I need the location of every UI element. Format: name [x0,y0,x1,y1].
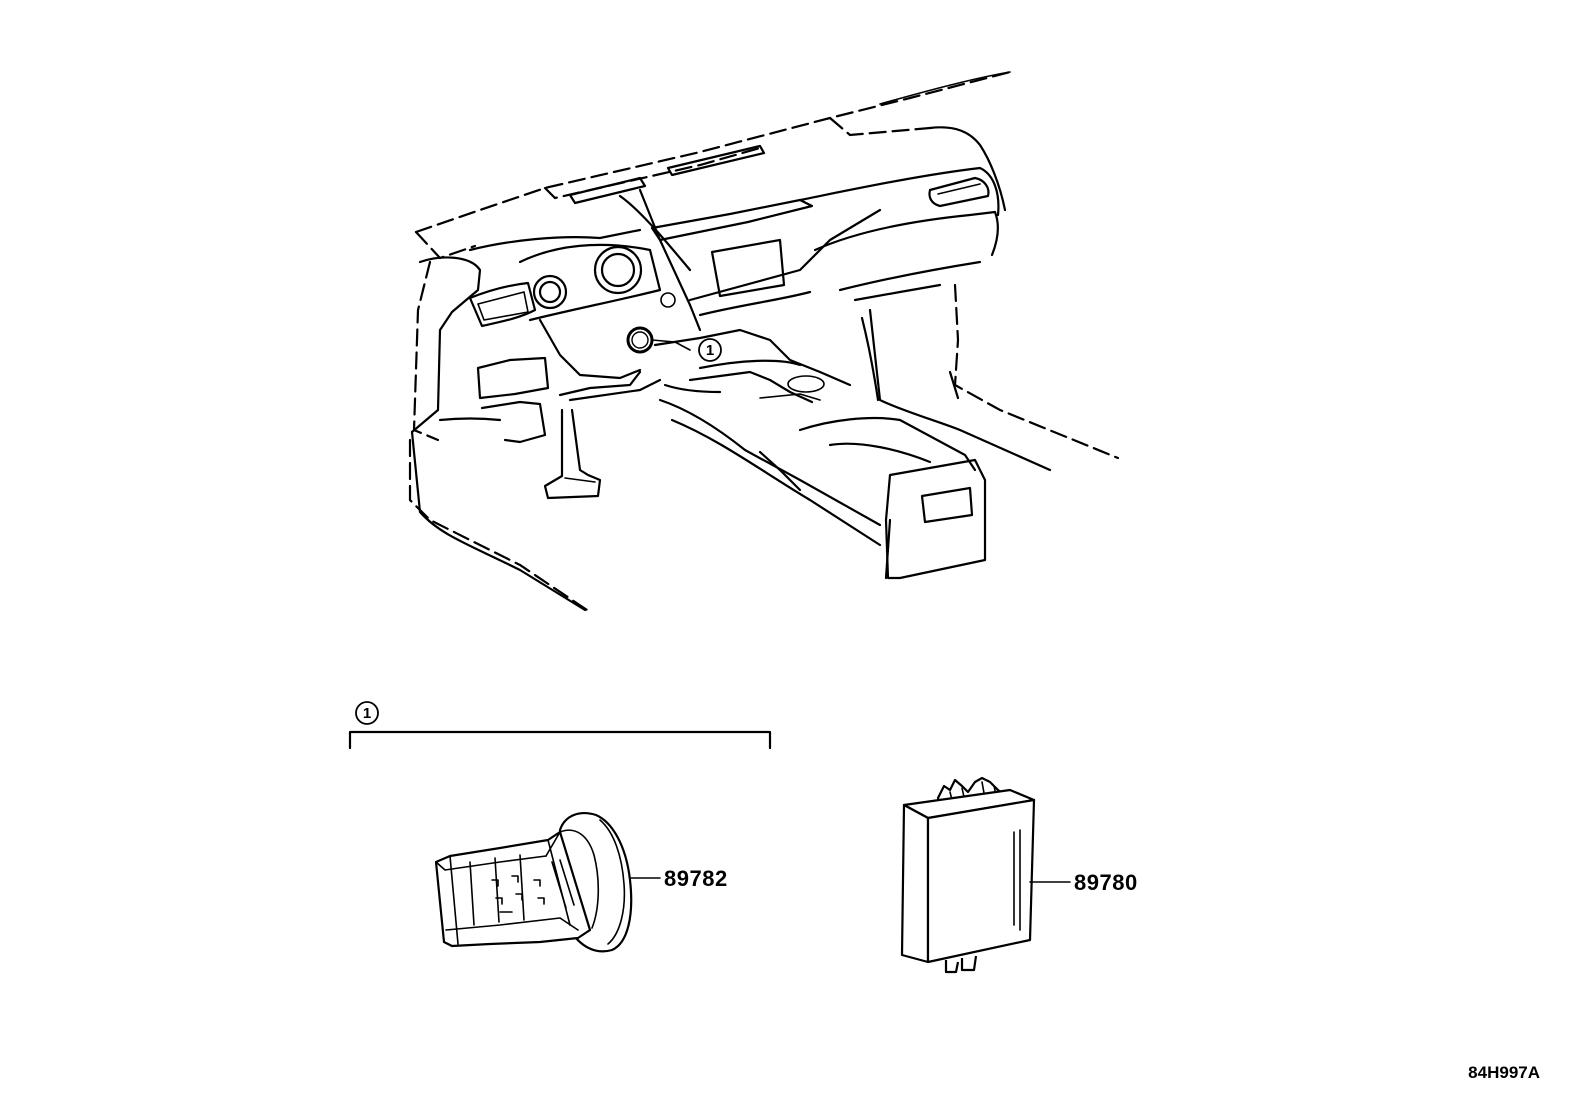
group-bracket: 1 [348,701,772,750]
group-callout-number: 1 [363,705,371,722]
dashboard-overview-illustration [408,70,1120,614]
switch-part-illustration [434,812,633,953]
figure-id: 84H997A [1468,1063,1540,1082]
part-number-89780: 89780 [1074,870,1138,895]
module-part-illustration [900,776,1036,974]
callout-number: 1 [706,342,714,359]
callout-bubble-overview: 1 [698,338,722,362]
part-number-89782: 89782 [664,866,728,891]
